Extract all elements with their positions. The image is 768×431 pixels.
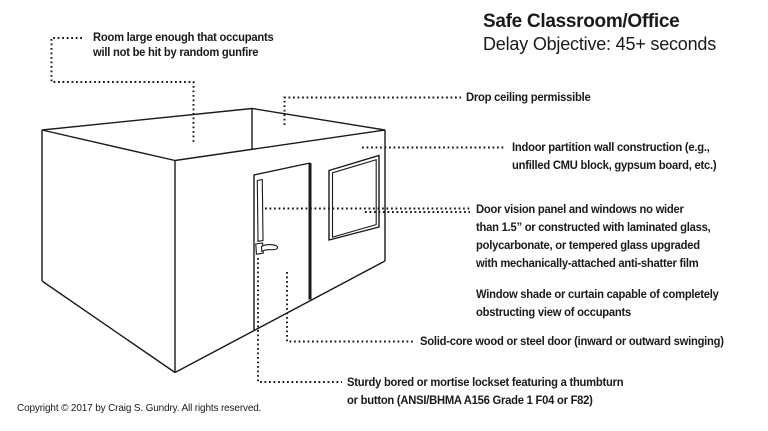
copyright-notice: Copyright © 2017 by Craig S. Gundry. All…	[17, 403, 262, 414]
annotation-line: with mechanically-attached anti-shatter …	[476, 256, 699, 270]
page-title: Safe Classroom/Office	[483, 11, 680, 32]
annotation-line: polycarbonate, or tempered glass upgrade…	[476, 238, 700, 252]
annotation-vision-panel: Door vision panel and windows no wider t…	[476, 200, 711, 272]
annotation-line: or button (ANSI/BHMA A156 Grade 1 F04 or…	[347, 393, 593, 407]
annotation-drop-ceiling: Drop ceiling permissible	[466, 88, 591, 106]
page-subtitle: Delay Objective: 45+ seconds	[483, 34, 717, 54]
room-box-outline	[41, 107, 386, 374]
annotation-room-size: Room large enough that occupants will no…	[93, 30, 274, 60]
annotation-window-shade: Window shade or curtain capable of compl…	[476, 285, 719, 321]
annotation-line: Indoor partition wall construction (e.g.…	[512, 140, 710, 154]
annotation-line: will not be hit by random gunfire	[93, 45, 259, 59]
annotation-partition-wall: Indoor partition wall construction (e.g.…	[512, 138, 717, 174]
annotation-line: Window shade or curtain capable of compl…	[476, 287, 719, 301]
annotation-line: than 1.5” or constructed with laminated …	[476, 220, 711, 234]
annotation-line: unfilled CMU block, gypsum board, etc.)	[512, 158, 717, 172]
annotation-line: obstructing view of occupants	[476, 305, 632, 319]
leader-lockset	[257, 258, 342, 383]
annotation-line: Drop ceiling permissible	[466, 90, 591, 104]
leader-door	[286, 272, 413, 343]
title-block: Safe Classroom/Office Delay Objective: 4…	[483, 10, 716, 55]
leader-drop-ceiling	[283, 96, 461, 125]
annotation-line: Solid-core wood or steel door (inward or…	[420, 334, 724, 348]
window-shape	[328, 154, 380, 241]
annotation-lockset: Sturdy bored or mortise lockset featurin…	[347, 373, 624, 409]
annotation-line: Room large enough that occupants	[93, 30, 274, 44]
leader-lines	[50, 37, 506, 383]
annotation-line: Sturdy bored or mortise lockset featurin…	[347, 375, 624, 389]
annotation-line: Door vision panel and windows no wider	[476, 202, 684, 216]
annotation-door: Solid-core wood or steel door (inward or…	[420, 332, 724, 350]
door-vision-panel-shape	[256, 178, 264, 242]
door-handle-shape	[255, 242, 279, 255]
door-shape	[253, 162, 312, 330]
